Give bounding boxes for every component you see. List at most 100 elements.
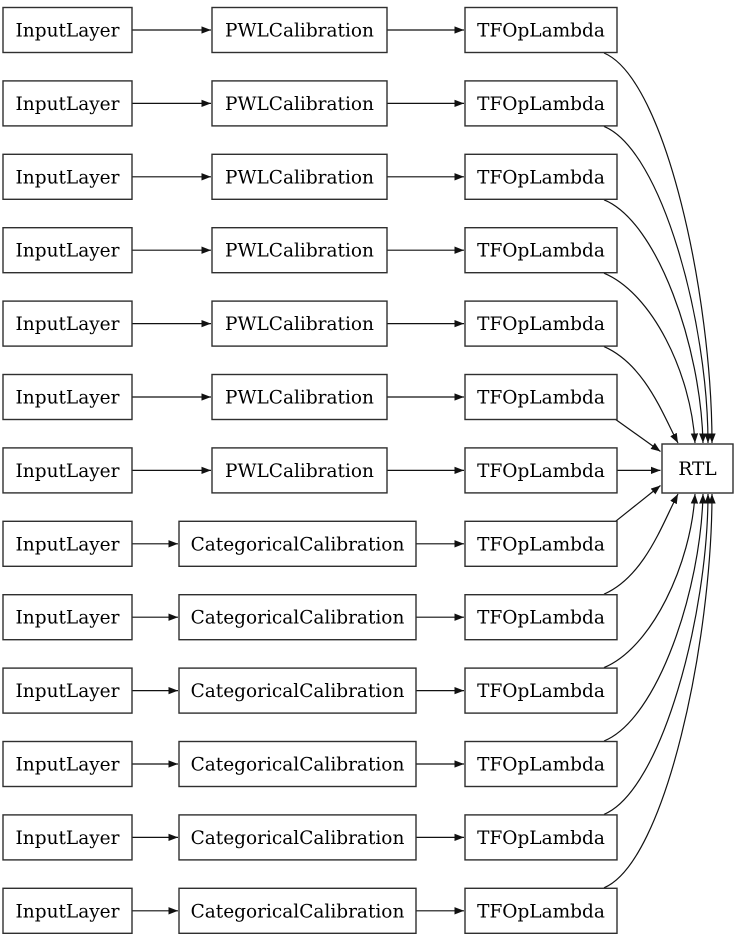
edge-lambda-rtl-8 <box>603 493 679 595</box>
node-tfoplambda-0-box <box>464 6 618 54</box>
node-inputlayer-1: InputLayer <box>2 80 133 127</box>
edge-lambda-rtl-0 <box>603 52 716 444</box>
node-inputlayer-5: InputLayer <box>2 373 133 421</box>
node-tfoplambda-9: TFOpLambda <box>464 667 618 714</box>
node-tfoplambda-4-box <box>464 300 618 347</box>
node-categoricalcalibration-10-box <box>178 740 417 788</box>
node-categoricalcalibration-9-label: CategoricalCalibration <box>191 681 405 702</box>
node-tfoplambda-12-label: TFOpLambda <box>477 901 605 922</box>
node-tfoplambda-10-label: TFOpLambda <box>477 755 605 776</box>
node-tfoplambda-9-label: TFOpLambda <box>477 681 605 702</box>
node-tfoplambda-8: TFOpLambda <box>464 594 618 641</box>
node-tfoplambda-10-box <box>464 740 618 788</box>
node-categoricalcalibration-9-box <box>178 667 417 714</box>
node-inputlayer-11-box <box>2 814 133 861</box>
node-inputlayer-3: InputLayer <box>2 226 133 274</box>
node-inputlayer-3-label: InputLayer <box>16 241 120 262</box>
node-pwlcalibration-1-label: PWLCalibration <box>225 94 374 115</box>
node-inputlayer-1-label: InputLayer <box>16 94 120 115</box>
node-pwlcalibration-3: PWLCalibration <box>211 226 388 274</box>
node-tfoplambda-11: TFOpLambda <box>464 814 618 861</box>
node-categoricalcalibration-7: CategoricalCalibration <box>178 520 417 567</box>
node-inputlayer-12: InputLayer <box>2 887 133 934</box>
edge-lambda-rtl-2 <box>603 199 707 444</box>
node-inputlayer-4-box <box>2 300 133 347</box>
node-tfoplambda-4-label: TFOpLambda <box>477 314 605 335</box>
node-tfoplambda-3: TFOpLambda <box>464 226 618 274</box>
node-inputlayer-8-box <box>2 594 133 641</box>
node-inputlayer-2-box <box>2 153 133 201</box>
edges-layer <box>132 26 716 915</box>
node-tfoplambda-8-label: TFOpLambda <box>477 608 605 629</box>
node-categoricalcalibration-10-label: CategoricalCalibration <box>191 755 405 776</box>
node-tfoplambda-5-label: TFOpLambda <box>477 388 605 409</box>
node-tfoplambda-1: TFOpLambda <box>464 80 618 127</box>
node-tfoplambda-7-box <box>464 520 618 567</box>
edge-lambda-rtl-3 <box>603 272 699 444</box>
node-categoricalcalibration-10: CategoricalCalibration <box>178 740 417 788</box>
node-pwlcalibration-3-label: PWLCalibration <box>225 241 374 262</box>
node-pwlcalibration-2: PWLCalibration <box>211 153 388 201</box>
node-tfoplambda-0: TFOpLambda <box>464 6 618 54</box>
edge-lambda-rtl-1 <box>603 125 712 444</box>
node-inputlayer-3-box <box>2 226 133 274</box>
node-inputlayer-10: InputLayer <box>2 740 133 788</box>
node-pwlcalibration-6-label: PWLCalibration <box>225 461 374 482</box>
edge-lambda-rtl-10 <box>603 493 707 742</box>
node-tfoplambda-1-box <box>464 80 618 127</box>
node-categoricalcalibration-11: CategoricalCalibration <box>178 814 417 861</box>
node-inputlayer-8: InputLayer <box>2 594 133 641</box>
node-inputlayer-6-label: InputLayer <box>16 461 120 482</box>
node-inputlayer-2-label: InputLayer <box>16 167 120 188</box>
node-inputlayer-7-box <box>2 520 133 567</box>
node-pwlcalibration-4: PWLCalibration <box>211 300 388 347</box>
edge-lambda-rtl-7 <box>614 485 661 523</box>
node-inputlayer-2: InputLayer <box>2 153 133 201</box>
node-categoricalcalibration-7-box <box>178 520 417 567</box>
node-categoricalcalibration-12-label: CategoricalCalibration <box>191 901 405 922</box>
node-pwlcalibration-1: PWLCalibration <box>211 80 388 127</box>
node-inputlayer-9-label: InputLayer <box>16 681 120 702</box>
node-tfoplambda-12-box <box>464 887 618 934</box>
node-inputlayer-5-box <box>2 373 133 421</box>
node-tfoplambda-6: TFOpLambda <box>464 447 618 494</box>
node-inputlayer-9: InputLayer <box>2 667 133 714</box>
node-inputlayer-6: InputLayer <box>2 447 133 494</box>
node-pwlcalibration-2-box <box>211 153 388 201</box>
node-inputlayer-11: InputLayer <box>2 814 133 861</box>
node-tfoplambda-2-box <box>464 153 618 201</box>
node-categoricalcalibration-8: CategoricalCalibration <box>178 594 417 641</box>
node-inputlayer-11-label: InputLayer <box>16 828 120 849</box>
node-categoricalcalibration-8-label: CategoricalCalibration <box>191 608 405 629</box>
edge-lambda-rtl-4 <box>603 346 679 444</box>
node-pwlcalibration-5-box <box>211 373 388 421</box>
node-pwlcalibration-1-box <box>211 80 388 127</box>
node-tfoplambda-0-label: TFOpLambda <box>477 21 605 42</box>
node-tfoplambda-11-label: TFOpLambda <box>477 828 605 849</box>
node-inputlayer-5-label: InputLayer <box>16 388 120 409</box>
node-pwlcalibration-5-label: PWLCalibration <box>225 388 374 409</box>
node-tfoplambda-9-box <box>464 667 618 714</box>
node-tfoplambda-5: TFOpLambda <box>464 373 618 421</box>
node-tfoplambda-2-label: TFOpLambda <box>477 167 605 188</box>
node-inputlayer-12-box <box>2 887 133 934</box>
node-inputlayer-10-label: InputLayer <box>16 755 120 776</box>
node-tfoplambda-2: TFOpLambda <box>464 153 618 201</box>
node-tfoplambda-8-box <box>464 594 618 641</box>
node-pwlcalibration-4-box <box>211 300 388 347</box>
edge-lambda-rtl-11 <box>603 493 712 815</box>
edge-lambda-rtl-9 <box>603 493 699 669</box>
node-inputlayer-8-label: InputLayer <box>16 608 120 629</box>
node-pwlcalibration-2-label: PWLCalibration <box>225 167 374 188</box>
node-inputlayer-4: InputLayer <box>2 300 133 347</box>
node-tfoplambda-11-box <box>464 814 618 861</box>
node-inputlayer-7-label: InputLayer <box>16 534 120 555</box>
node-categoricalcalibration-11-box <box>178 814 417 861</box>
node-categoricalcalibration-9: CategoricalCalibration <box>178 667 417 714</box>
node-categoricalcalibration-12: CategoricalCalibration <box>178 887 417 934</box>
node-inputlayer-9-box <box>2 667 133 714</box>
node-inputlayer-7: InputLayer <box>2 520 133 567</box>
node-pwlcalibration-6: PWLCalibration <box>211 447 388 494</box>
